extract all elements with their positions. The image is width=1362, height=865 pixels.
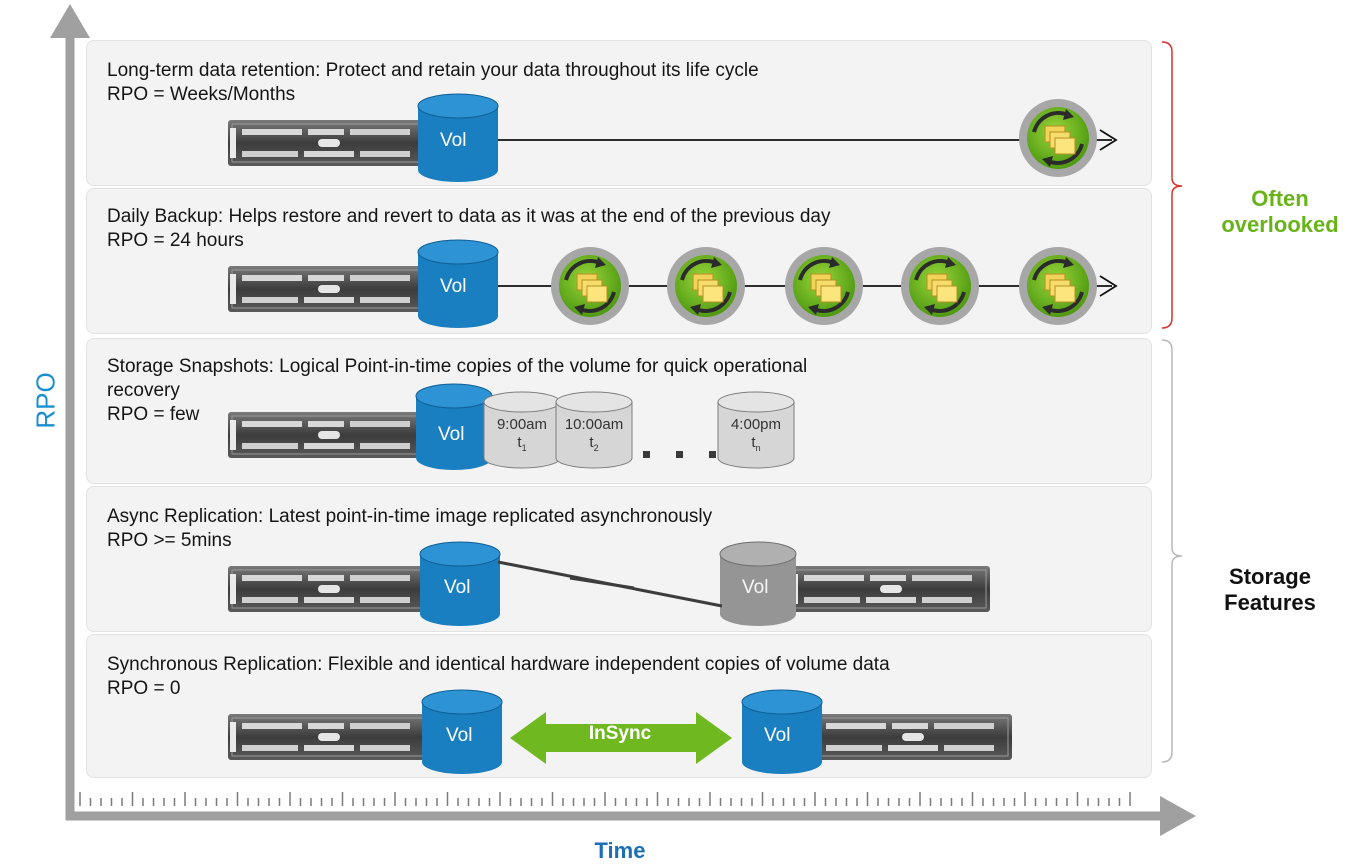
volume-label: Vol (446, 725, 473, 746)
volume-label: Vol (440, 130, 467, 151)
insync-label: InSync (588, 723, 652, 744)
snapshot-label: 9:00am t1 (482, 416, 562, 457)
snapshot-time: 4:00pm (730, 416, 782, 433)
snapshot-index: t2 (589, 434, 599, 453)
often-overlooked-bracket (1161, 41, 1183, 329)
panel-synchronous-replication: Synchronous Replication: Flexible and id… (86, 634, 1152, 778)
panel-title: Async Replication: Latest point-in-time … (107, 506, 713, 527)
panel-async-replication: Async Replication: Latest point-in-time … (86, 486, 1152, 632)
snapshot-time: 9:00am (496, 416, 548, 433)
storage-features-label: Storage Features (1224, 564, 1316, 615)
panel-title: Long-term data retention: Protect and re… (107, 60, 759, 81)
panel-storage-snapshots: Storage Snapshots: Logical Point-in-time… (86, 338, 1152, 484)
panel-rpo: RPO = 24 hours (107, 230, 244, 251)
time-axis-ticks (79, 792, 1131, 806)
time-axis-label: Time (594, 838, 646, 863)
snapshot-index: t1 (517, 434, 527, 453)
snapshot-index: tn (751, 434, 761, 453)
often-overlooked-label: Often overlooked (1221, 186, 1339, 237)
remote-volume-label: Vol (742, 577, 769, 598)
panel-long-term-retention: Long-term data retention: Protect and re… (86, 40, 1152, 186)
panel-title-line2: recovery (107, 380, 180, 401)
snapshot-label: 4:00pm tn (716, 416, 796, 457)
remote-volume-label: Vol (764, 725, 791, 746)
storage-features-bracket (1161, 339, 1183, 763)
volume-label: Vol (440, 276, 467, 297)
rpo-axis-arrowhead (50, 4, 90, 38)
volume-label: Vol (444, 577, 471, 598)
time-axis-arrowhead (1160, 796, 1196, 836)
rpo-axis-label: RPO (30, 372, 61, 429)
panel-title: Synchronous Replication: Flexible and id… (107, 654, 890, 675)
panel-rpo: RPO = few (107, 404, 200, 425)
panel-rpo: RPO = 0 (107, 678, 181, 699)
panel-rpo: RPO >= 5mins (107, 530, 232, 551)
snapshot-time: 10:00am (564, 416, 624, 433)
volume-label: Vol (438, 424, 465, 445)
panel-rpo: RPO = Weeks/Months (107, 84, 296, 105)
panel-title: Storage Snapshots: Logical Point-in-time… (107, 356, 808, 377)
panel-title: Daily Backup: Helps restore and revert t… (107, 206, 831, 227)
panel-daily-backup: Daily Backup: Helps restore and revert t… (86, 188, 1152, 334)
snapshot-label: 10:00am t2 (554, 416, 634, 457)
